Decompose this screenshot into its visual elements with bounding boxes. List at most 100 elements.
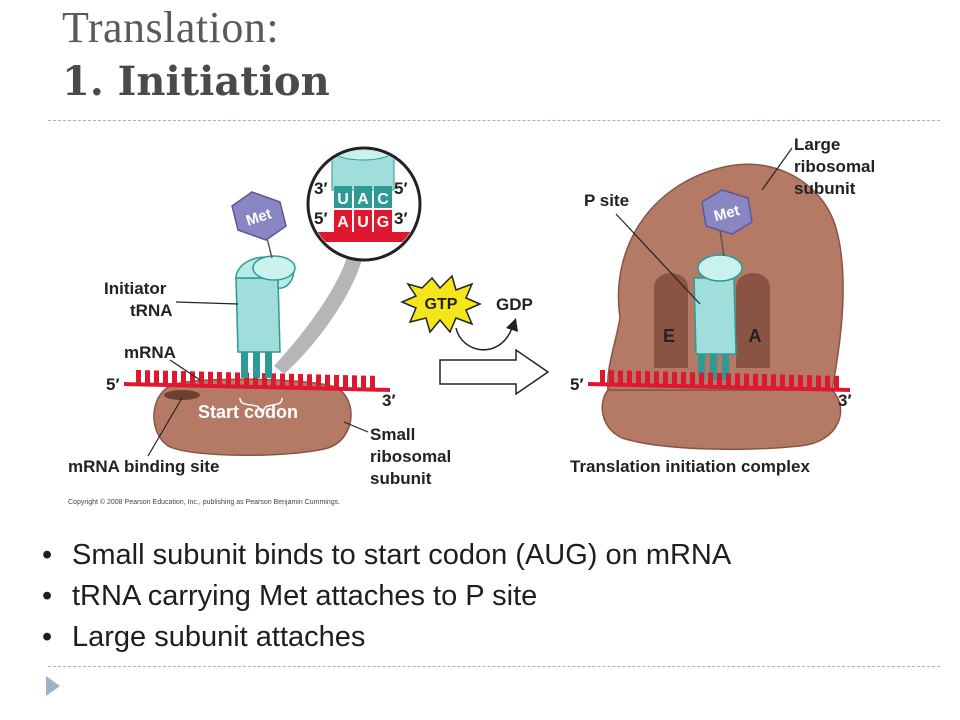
initiator-trna-body bbox=[235, 277, 281, 353]
bullet-item: •Large subunit attaches bbox=[42, 617, 731, 658]
anticodon-base-1: U bbox=[337, 191, 349, 208]
mrna-base bbox=[825, 375, 830, 390]
mrna-base bbox=[654, 371, 659, 386]
bullet-item: •tRNA carrying Met attaches to P site bbox=[42, 576, 731, 617]
slide-title-line1: Translation: bbox=[62, 3, 280, 52]
a-site-label: A bbox=[749, 326, 762, 346]
codon-base bbox=[334, 210, 352, 232]
mrna-strand-right bbox=[587, 382, 851, 392]
mrna-base bbox=[145, 370, 150, 385]
slide-title-line2: 1. Initiation bbox=[62, 58, 330, 105]
anticodon-base bbox=[334, 186, 352, 208]
binding-site-leader bbox=[147, 397, 183, 457]
mrna-base bbox=[789, 374, 794, 389]
start-codon-label: Start codon bbox=[198, 402, 298, 422]
met-right-hexagon bbox=[701, 189, 753, 235]
met-left-hexagon bbox=[231, 191, 287, 241]
mrna-base bbox=[163, 370, 168, 385]
copyright-notice: Copyright © 2008 Pearson Education, Inc.… bbox=[68, 498, 340, 506]
mrna-base bbox=[645, 371, 650, 386]
mrna-base bbox=[253, 372, 258, 387]
a-site-pocket bbox=[736, 273, 770, 368]
mrna-base bbox=[280, 373, 285, 388]
mrna-base bbox=[717, 372, 722, 387]
codon-3prime: 3′ bbox=[394, 209, 408, 228]
mrna-base bbox=[262, 373, 267, 388]
large-subunit-label-line1: Large bbox=[794, 135, 840, 154]
small-subunit-right bbox=[601, 389, 842, 451]
mrna-base bbox=[618, 370, 623, 385]
mrna-base bbox=[636, 370, 641, 385]
start-codon-bracket bbox=[239, 397, 283, 413]
mrna-base bbox=[307, 374, 312, 389]
mrna-base bbox=[325, 374, 330, 389]
bullet-list: • Small subunit binds to start codon (AUG… bbox=[42, 535, 731, 658]
bullet-dot: • bbox=[42, 580, 53, 612]
mrna-base bbox=[681, 372, 686, 387]
mrna-base bbox=[298, 374, 303, 389]
mrna-base bbox=[361, 375, 366, 390]
mrna-bases-left bbox=[136, 370, 375, 390]
gdp-arrowhead bbox=[506, 318, 518, 332]
bullet-dot: • bbox=[42, 621, 53, 653]
mrna-base bbox=[136, 370, 141, 384]
mrna-base bbox=[708, 372, 713, 387]
mrna-base bbox=[199, 371, 204, 386]
met-right-linker bbox=[719, 229, 725, 257]
mrna-3prime-right: 3′ bbox=[838, 391, 852, 410]
mrna-base bbox=[600, 370, 605, 384]
codon-base-1: A bbox=[337, 214, 349, 231]
mrna-leader bbox=[169, 359, 201, 381]
mrna-base bbox=[834, 375, 839, 390]
mrna-base bbox=[181, 371, 186, 386]
mrna-5prime-right: 5′ bbox=[570, 375, 584, 394]
bullet-dot: • bbox=[42, 539, 53, 571]
mrna-base bbox=[726, 373, 731, 388]
small-subunit-label-line1: Small bbox=[370, 425, 415, 444]
zoom-arrow bbox=[274, 224, 378, 374]
mrna-base bbox=[744, 373, 749, 388]
mrna-base bbox=[217, 372, 222, 387]
codon-base bbox=[354, 210, 372, 232]
p-site-label: P site bbox=[584, 191, 629, 210]
met-right-label: Met bbox=[712, 202, 741, 225]
mrna-base bbox=[244, 372, 249, 387]
mrna-base bbox=[627, 370, 632, 385]
mrna-binding-site-label: mRNA binding site bbox=[68, 457, 219, 476]
codon-5prime: 5′ bbox=[314, 209, 328, 228]
mrna-base bbox=[780, 374, 785, 389]
initiator-trna-label-line2: tRNA bbox=[130, 301, 173, 320]
trna-leg bbox=[241, 350, 248, 378]
mrna-base bbox=[235, 372, 240, 387]
small-subunit-leader bbox=[343, 421, 369, 433]
translation-initiation-figure: Met U A C A U G 3′ 5′ 5′ 3′ Initiator tR… bbox=[68, 135, 875, 506]
mrna-label-left: mRNA bbox=[124, 343, 176, 362]
anticodon-base bbox=[354, 186, 372, 208]
mrna-base bbox=[762, 374, 767, 389]
mrna-3prime-left: 3′ bbox=[382, 391, 396, 410]
mrna-base bbox=[334, 374, 339, 389]
mrna-base bbox=[343, 375, 348, 390]
mrna-base bbox=[289, 373, 294, 388]
large-subunit-leader bbox=[761, 147, 793, 191]
initiator-trna-leader bbox=[175, 301, 239, 305]
trna-leg bbox=[265, 350, 272, 378]
mrna-base bbox=[190, 371, 195, 386]
mrna-base bbox=[271, 373, 276, 388]
zoom-mrna-backbone bbox=[310, 232, 418, 242]
trna-leg-right bbox=[710, 352, 717, 380]
mrna-base bbox=[370, 375, 375, 390]
bullet-item: • Small subunit binds to start codon (AUG… bbox=[42, 535, 731, 576]
anticodon-base-3: C bbox=[377, 191, 389, 208]
mrna-base bbox=[208, 371, 213, 386]
anticodon-5prime: 5′ bbox=[394, 179, 408, 198]
mrna-base bbox=[154, 370, 159, 385]
bullet-text: Small subunit binds to start codon (AUG)… bbox=[72, 539, 732, 571]
anticodon-base bbox=[374, 186, 392, 208]
mrna-base bbox=[663, 371, 668, 386]
trna-right-cap bbox=[697, 254, 743, 282]
mrna-base bbox=[690, 372, 695, 387]
mrna-base bbox=[735, 373, 740, 388]
mrna-base bbox=[753, 373, 758, 388]
mrna-base bbox=[807, 375, 812, 390]
